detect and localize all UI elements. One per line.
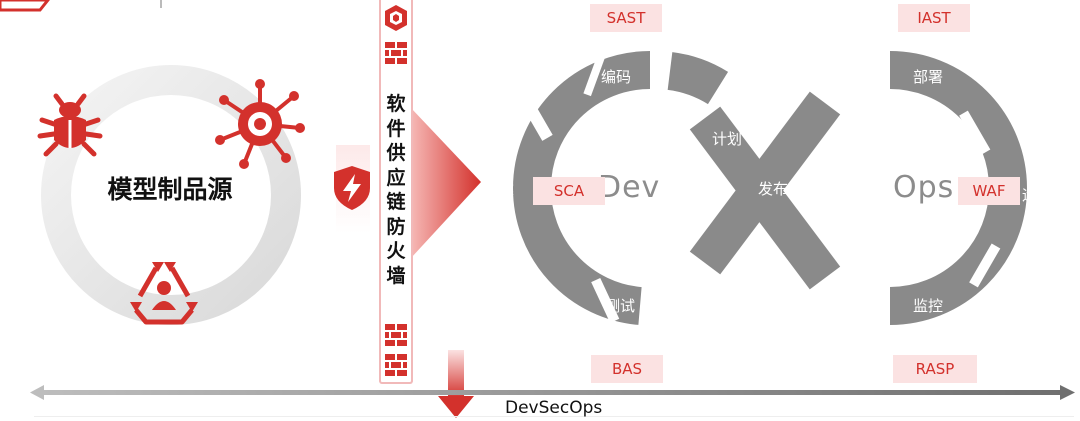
firewall-char: 应 bbox=[386, 166, 406, 189]
firewall-char: 软 bbox=[386, 93, 406, 115]
firewall-char: 火 bbox=[386, 240, 406, 262]
recycle-person-icon bbox=[130, 262, 198, 325]
shield-lightning-icon bbox=[334, 166, 370, 210]
stage-plan: 计划 bbox=[712, 130, 743, 148]
tag-waf: WAF bbox=[958, 177, 1020, 205]
devops-infinity-loop bbox=[512, 51, 1027, 325]
devsecops-timeline bbox=[30, 385, 1075, 400]
virus-icon bbox=[215, 79, 305, 169]
brick-wall-icon bbox=[385, 324, 407, 346]
brick-wall-icon bbox=[385, 42, 407, 64]
tag-iast: IAST bbox=[898, 4, 970, 32]
tag-sast: SAST bbox=[590, 4, 662, 32]
devsecops-label: DevSecOps bbox=[505, 398, 603, 418]
bug-icon bbox=[37, 93, 103, 157]
loop-segment-code bbox=[513, 51, 651, 189]
firewall-column bbox=[379, 0, 413, 384]
stage-monitor: 监控 bbox=[913, 297, 944, 315]
firewall-char: 墙 bbox=[386, 264, 406, 287]
dev-label: Dev bbox=[598, 170, 661, 205]
divider bbox=[34, 416, 1074, 417]
divider bbox=[160, 0, 162, 8]
tag-rasp: RASP bbox=[893, 355, 977, 383]
stage-deploy: 部署 bbox=[913, 68, 944, 86]
stage-code: 编码 bbox=[601, 68, 632, 86]
brick-wall-icon bbox=[385, 354, 407, 376]
stage-build: 构建 bbox=[484, 180, 515, 198]
ops-label: Ops bbox=[893, 170, 955, 205]
firewall-char: 供 bbox=[386, 142, 406, 164]
tag-bas: BAS bbox=[591, 355, 663, 383]
firewall-char: 件 bbox=[386, 117, 406, 140]
firewall-char: 链 bbox=[386, 191, 406, 213]
firewall-label: 软 件 供 应 链 防 火 墙 bbox=[381, 92, 411, 288]
firewall-arrow bbox=[411, 108, 481, 258]
stage-release: 发布 bbox=[758, 180, 789, 198]
logo-fragment-icon bbox=[0, 0, 50, 12]
source-title: 模型制品源 bbox=[107, 175, 233, 204]
firewall-char: 防 bbox=[386, 215, 406, 238]
stage-test: 测试 bbox=[605, 297, 636, 315]
tag-sca: SCA bbox=[533, 177, 605, 205]
cube-logo-icon bbox=[385, 5, 407, 31]
stage-operate: 运营 bbox=[1022, 186, 1053, 204]
down-arrow-icon bbox=[438, 350, 474, 418]
